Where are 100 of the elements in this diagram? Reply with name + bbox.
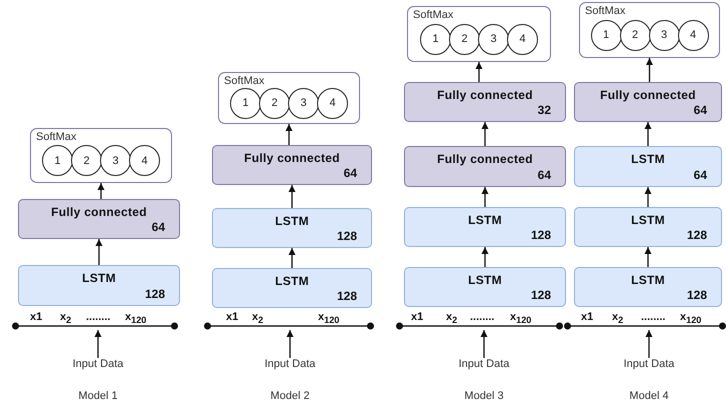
layer-box bbox=[212, 208, 372, 248]
arrow bbox=[288, 185, 296, 208]
arrow bbox=[644, 122, 652, 146]
sequence-element-label: x$_{2}$ bbox=[60, 311, 72, 326]
output-neuron: 2 bbox=[259, 88, 290, 118]
output-neuron: 2 bbox=[620, 20, 650, 50]
output-neuron: 1 bbox=[590, 20, 622, 50]
unit-count: 128 bbox=[336, 229, 357, 243]
unit-count: 64 bbox=[152, 220, 165, 234]
arrow bbox=[482, 247, 488, 267]
output-neuron: 3 bbox=[288, 88, 319, 118]
input-label: Input Data bbox=[58, 358, 138, 374]
sequence-element-label: x$_{2}$ bbox=[446, 311, 458, 326]
sequence-element-label: x$_{120}$ bbox=[318, 311, 340, 326]
layer-box bbox=[574, 82, 722, 122]
output-neuron: 3 bbox=[478, 24, 509, 54]
softmax-box bbox=[30, 128, 172, 183]
layer-name: LSTM bbox=[467, 213, 503, 227]
arrow bbox=[482, 187, 488, 207]
unit-count: 64 bbox=[694, 168, 707, 182]
arrow bbox=[286, 330, 294, 358]
softmax-title: SoftMax bbox=[36, 131, 76, 143]
sequence-element-label: ........ bbox=[470, 311, 494, 323]
arrow bbox=[96, 239, 102, 265]
unit-count: 64 bbox=[344, 166, 357, 180]
output-neuron: 2 bbox=[71, 145, 102, 176]
softmax-box bbox=[218, 72, 360, 124]
layer-name: LSTM bbox=[274, 274, 310, 288]
layer-box bbox=[404, 82, 566, 122]
unit-count: 64 bbox=[538, 168, 551, 182]
sequence-element-label: x1 bbox=[581, 311, 594, 323]
unit-count: 128 bbox=[530, 228, 551, 242]
arrow bbox=[644, 247, 652, 267]
layer-box bbox=[18, 265, 180, 306]
output-neuron: 1 bbox=[42, 145, 73, 176]
softmax-title: SoftMax bbox=[224, 75, 264, 87]
output-neuron: 4 bbox=[129, 145, 160, 176]
sequence-element-label: x1 bbox=[226, 311, 238, 323]
layer-box bbox=[404, 146, 566, 187]
output-neuron: 4 bbox=[507, 24, 538, 54]
layer-name: Fully connected bbox=[243, 151, 341, 165]
layer-box bbox=[574, 207, 722, 247]
sequence-element-label: ........ bbox=[641, 311, 666, 323]
arrow bbox=[644, 187, 652, 207]
layer-box bbox=[404, 267, 566, 307]
layer-name: LSTM bbox=[630, 152, 666, 166]
layer-name: LSTM bbox=[630, 273, 666, 287]
layer-name: Fully connected bbox=[599, 88, 697, 102]
input-label: Input Data bbox=[250, 358, 330, 374]
arrow bbox=[286, 124, 292, 145]
softmax-box bbox=[579, 2, 720, 58]
arrow bbox=[646, 58, 653, 82]
arrow bbox=[646, 330, 652, 358]
layer-box bbox=[574, 267, 722, 307]
output-neuron: 1 bbox=[230, 88, 261, 118]
output-neuron: 3 bbox=[648, 20, 680, 50]
arrow bbox=[94, 330, 102, 358]
arrow bbox=[98, 183, 104, 199]
sequence-element-label: x$_{2}$ bbox=[252, 311, 264, 326]
unit-count: 128 bbox=[686, 288, 707, 302]
model-caption: Model 4 bbox=[629, 390, 669, 402]
unit-count: 128 bbox=[686, 228, 707, 242]
output-neuron: 2 bbox=[449, 24, 480, 54]
unit-count: 64 bbox=[694, 103, 707, 117]
layer-name: LSTM bbox=[467, 273, 503, 287]
softmax-box bbox=[407, 6, 551, 62]
layer-name: Fully connected bbox=[436, 88, 534, 102]
sequence-element-label: ........ bbox=[86, 311, 110, 323]
softmax-title: SoftMax bbox=[585, 5, 626, 17]
arrow bbox=[480, 330, 488, 358]
model-caption: Model 1 bbox=[78, 390, 118, 402]
model-caption: Model 2 bbox=[270, 390, 310, 402]
sequence-element-label: x$_{120}$ bbox=[510, 311, 532, 326]
sequence-element-label: x$_{120}$ bbox=[680, 311, 702, 326]
output-neuron: 4 bbox=[317, 88, 348, 118]
arrow bbox=[476, 62, 482, 82]
model-caption: Model 3 bbox=[464, 390, 504, 402]
layer-name: LSTM bbox=[274, 214, 310, 228]
layer-box bbox=[404, 207, 566, 247]
sequence-element-label: x1 bbox=[411, 311, 424, 323]
unit-count: 32 bbox=[538, 103, 551, 117]
softmax-title: SoftMax bbox=[413, 9, 454, 21]
unit-count: 128 bbox=[530, 288, 551, 302]
layer-name: Fully connected bbox=[436, 152, 534, 166]
arrow bbox=[482, 122, 488, 146]
sequence-element-label: x1 bbox=[30, 311, 42, 323]
unit-count: 128 bbox=[144, 287, 165, 301]
output-neuron: 4 bbox=[678, 20, 708, 50]
output-neuron: 3 bbox=[100, 145, 131, 176]
layer-box bbox=[212, 268, 372, 308]
input-label: Input Data bbox=[609, 358, 689, 374]
unit-count: 128 bbox=[336, 289, 357, 303]
layer-name: LSTM bbox=[81, 271, 117, 285]
layer-name: Fully connected bbox=[50, 205, 148, 219]
output-neuron: 1 bbox=[420, 24, 451, 54]
layer-box bbox=[574, 146, 722, 187]
layer-box bbox=[212, 145, 372, 185]
layer-box bbox=[18, 199, 180, 239]
layer-name: LSTM bbox=[630, 213, 666, 227]
arrow bbox=[288, 248, 296, 268]
